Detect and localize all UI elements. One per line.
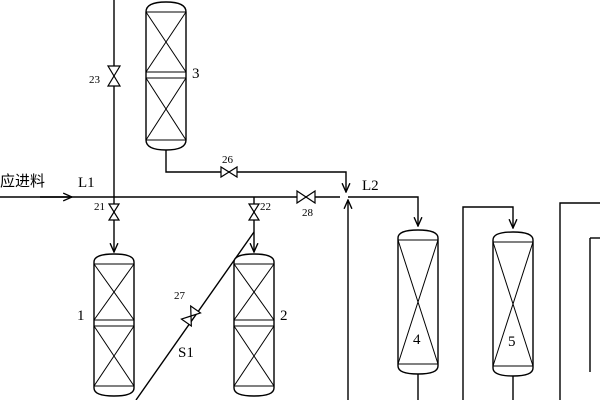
valve-23 <box>106 65 122 87</box>
valve-label-27: 27 <box>174 290 186 302</box>
pipe-right <box>559 202 600 400</box>
valve-22 <box>247 203 261 221</box>
pipe-l2 <box>348 196 418 226</box>
valve-27 <box>180 304 202 328</box>
pipe-vessel-5-feed <box>462 206 513 400</box>
pipe-vessel-3-outlet <box>165 150 346 192</box>
vessel-label-5: 5 <box>508 334 516 350</box>
line-label-l2: L2 <box>362 178 379 194</box>
vessel-label-2: 2 <box>280 308 288 324</box>
vessel-3 <box>145 1 187 151</box>
vessel-4 <box>397 229 439 375</box>
vessel-5 <box>492 231 534 377</box>
valve-28 <box>296 189 316 205</box>
valve-label-23: 23 <box>89 74 101 86</box>
line-label-l1: L1 <box>78 175 95 191</box>
vessel-label-4: 4 <box>413 332 421 348</box>
vessel-label-3: 3 <box>192 66 200 82</box>
valve-26 <box>220 165 238 179</box>
valve-label-22: 22 <box>260 201 271 213</box>
vessel-1 <box>93 253 135 397</box>
valve-21 <box>107 203 121 221</box>
valve-label-21: 21 <box>94 201 105 213</box>
valve-label-28: 28 <box>302 207 314 219</box>
vessel-2 <box>233 253 275 397</box>
line-label-s1: S1 <box>178 345 194 361</box>
vessel-label-1: 1 <box>77 308 85 324</box>
feed-label: 应进料 <box>0 172 45 190</box>
valve-label-26: 26 <box>222 154 234 166</box>
